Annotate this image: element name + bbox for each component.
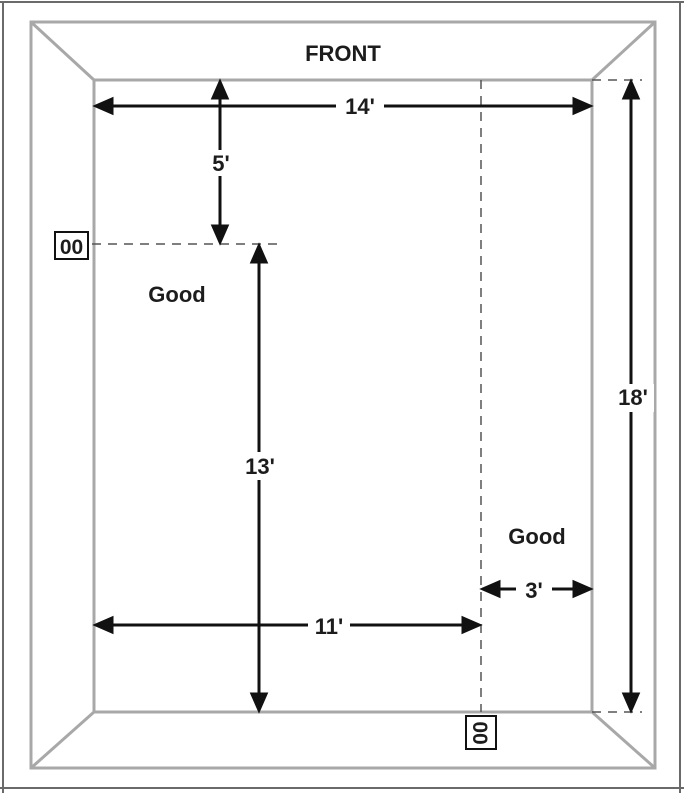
room-walls (29, 20, 657, 770)
dim-label-wall-gap: 3' (525, 578, 542, 603)
reference-lines (92, 79, 642, 713)
dim-label-front-offset: 5' (212, 151, 229, 176)
good-label-right: Good (508, 524, 565, 549)
speaker-glyph: 00 (468, 721, 491, 744)
speaker-glyph: 00 (60, 236, 83, 259)
dim-label-width: 14' (345, 94, 375, 119)
dim-label-depth: 13' (245, 454, 275, 479)
dimension-arrows (92, 78, 641, 714)
dim-label-room-length: 18' (618, 385, 648, 410)
label-masks (206, 94, 654, 639)
speaker-icon (465, 715, 497, 750)
good-label-left: Good (148, 282, 205, 307)
speaker-bottom: 00 (465, 715, 497, 750)
dim-label-side-offset: 11' (315, 614, 344, 639)
front-label: FRONT (305, 41, 381, 66)
speaker-left: 00 (54, 231, 89, 260)
speaker-icon (54, 231, 89, 260)
